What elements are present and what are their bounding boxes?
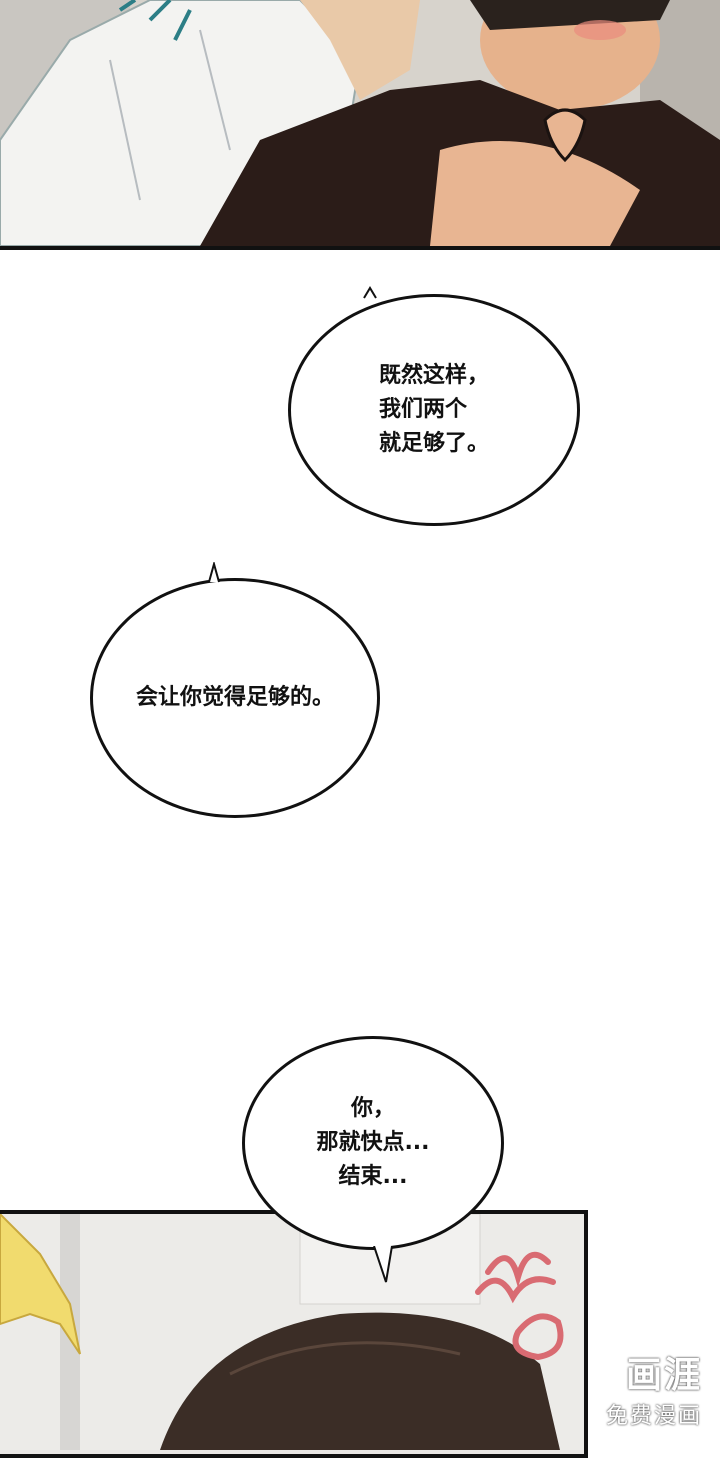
speech-bubble-2: 会让你觉得足够的。	[90, 578, 380, 818]
speech-bubble-2-text: 会让你觉得足够的。	[135, 685, 334, 710]
bottom-panel-illustration	[0, 1214, 584, 1450]
watermark: 画涯 免费漫画	[606, 1346, 702, 1430]
speech-bubble-1-tail	[363, 286, 377, 299]
speech-bubble-1: 既然这样， 我们两个 就足够了。	[288, 294, 580, 526]
speech-bubble-2-tail	[208, 562, 220, 583]
top-comic-panel	[0, 0, 720, 250]
watermark-title: 画涯	[625, 1355, 702, 1396]
red-sound-effect	[475, 1251, 564, 1361]
speech-bubble-1-text: 既然这样， 我们两个 就足够了。	[378, 363, 489, 456]
speech-bubble-3-tail	[373, 1246, 393, 1283]
watermark-subtitle: 免费漫画	[605, 1404, 702, 1429]
speech-bubble-3: 你， 那就快点... 结束...	[242, 1036, 504, 1250]
speech-bubble-3-text: 你， 那就快点... 结束...	[316, 1096, 430, 1189]
top-panel-illustration	[0, 0, 720, 246]
